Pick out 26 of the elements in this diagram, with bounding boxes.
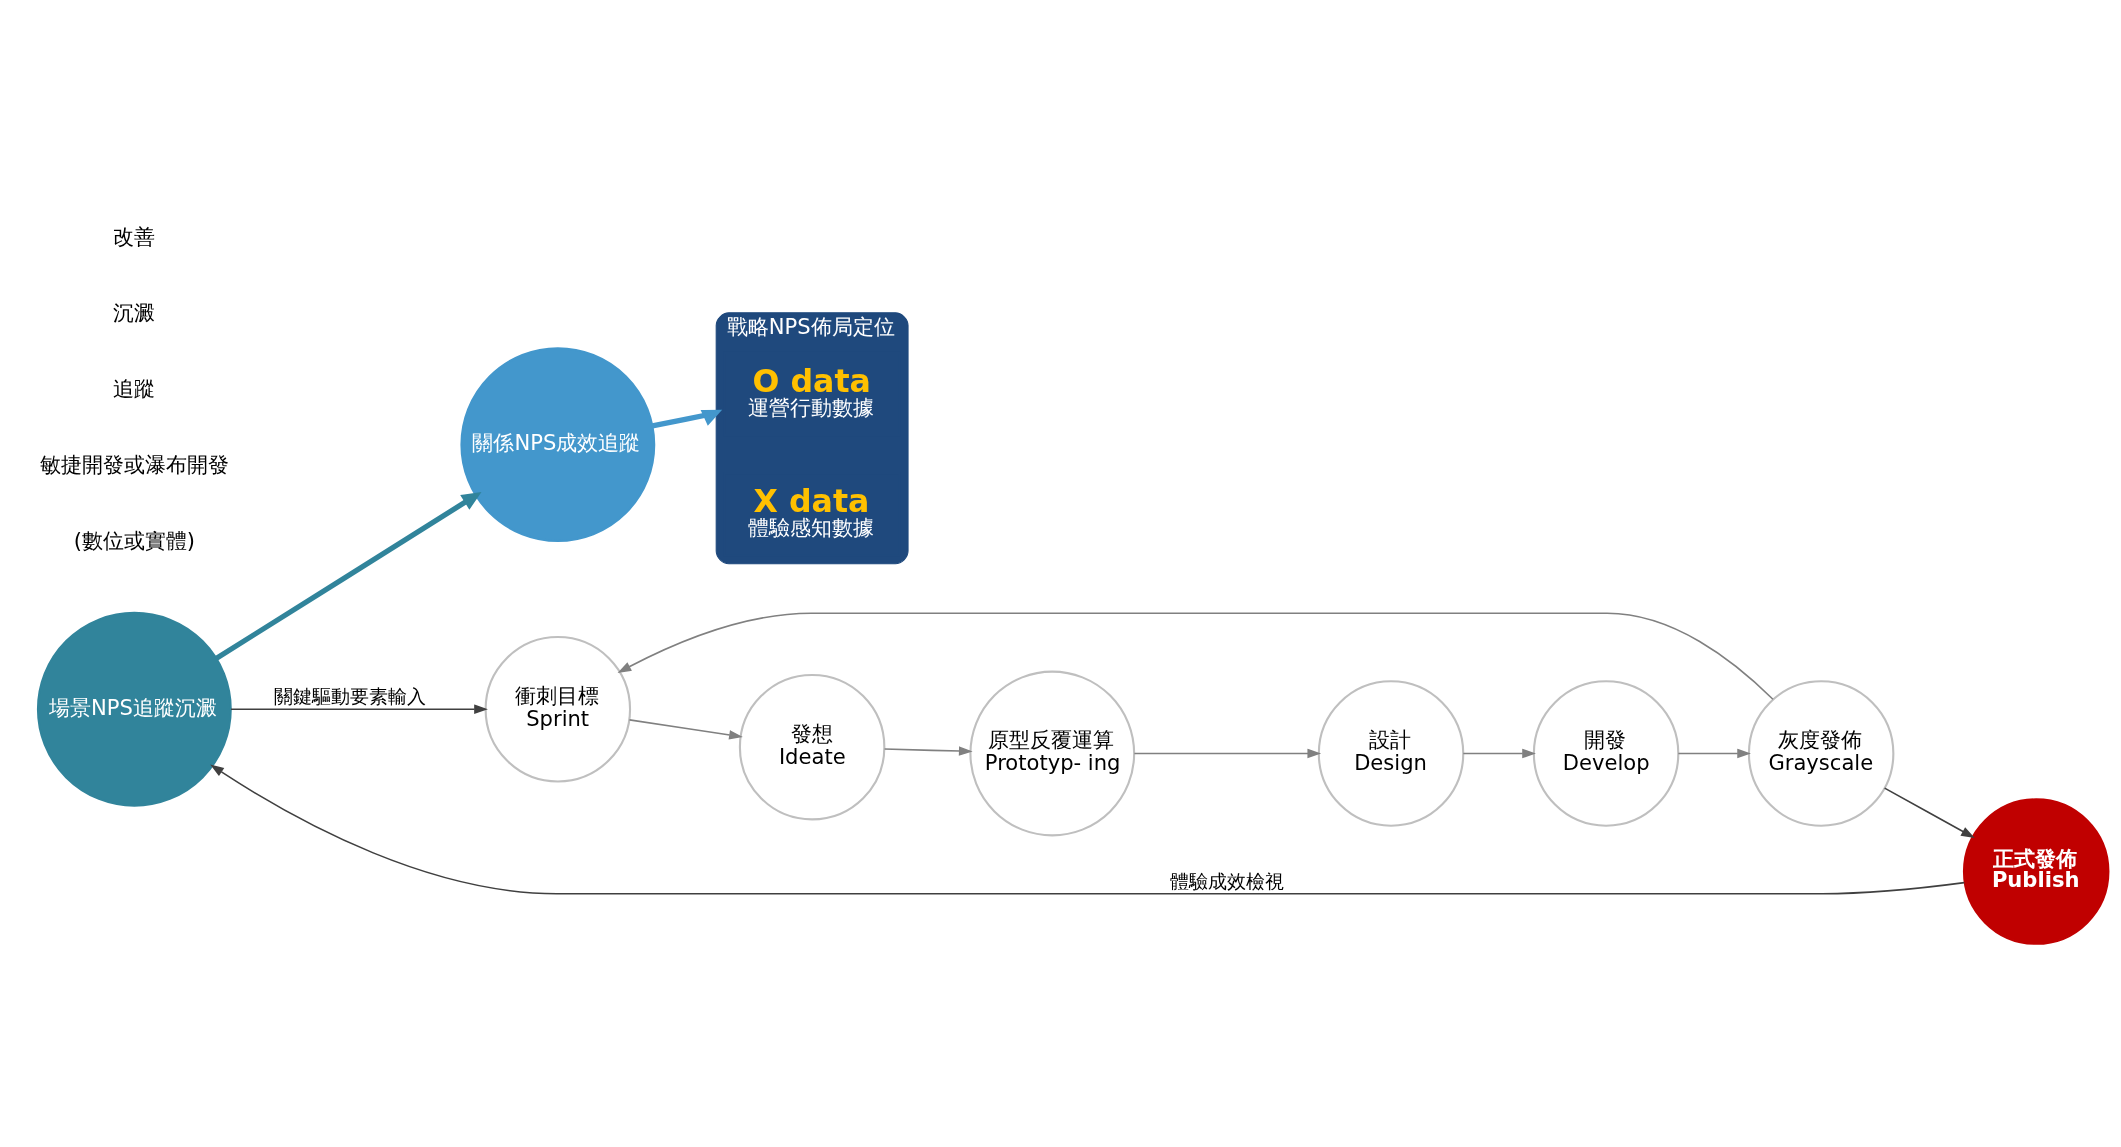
edge-label: 關鍵驅動要素輸入	[274, 685, 427, 708]
label: 敏捷開發或瀑布開發	[39, 452, 229, 478]
arrow	[1133, 748, 1322, 759]
node-circle: 開發 Develop	[1532, 680, 1680, 827]
label: (數位或實體)	[73, 527, 196, 553]
node-circle: 設計 Design	[1317, 680, 1465, 827]
node-circle: 灰度發佈 Grayscale	[1747, 680, 1895, 827]
arrow	[883, 746, 973, 756]
node-text: O data 運營行動數據	[747, 362, 874, 421]
node-circle: 原型反覆運算 Prototyp- ing	[969, 670, 1136, 837]
arrow	[1883, 787, 1975, 839]
label: 追蹤	[113, 376, 156, 402]
node-circle: 發想 Ideate	[738, 673, 886, 821]
node-circle: 場景NPS追蹤沉澱	[36, 611, 232, 807]
arrow	[628, 719, 743, 740]
arrow	[617, 612, 1774, 701]
arrow	[1677, 748, 1751, 759]
edge-label: 體驗成效檢視	[1169, 869, 1284, 892]
arrow	[230, 704, 488, 715]
arrow	[1462, 748, 1536, 759]
arrow	[210, 764, 1966, 895]
label: 沉澱	[113, 300, 156, 326]
arrow	[651, 409, 723, 429]
label: 改善	[113, 224, 156, 250]
arrow	[214, 491, 482, 661]
node-text: X data 體驗感知數據	[747, 483, 874, 541]
